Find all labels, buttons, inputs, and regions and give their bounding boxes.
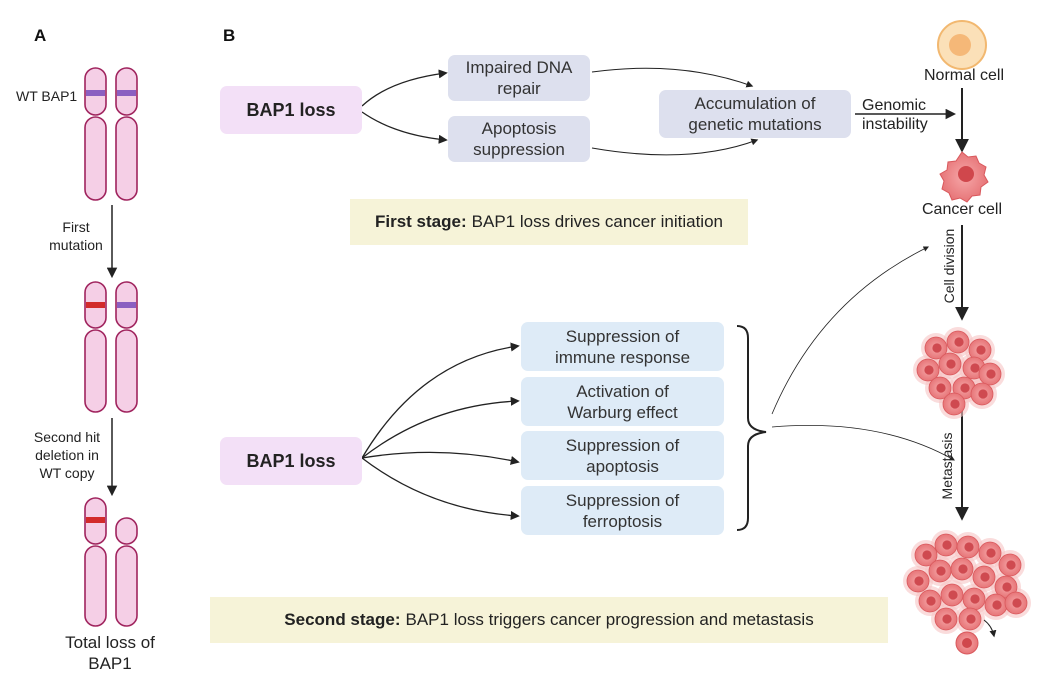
wt-bap1-label: WT BAP1 [16,88,78,104]
tumor-cell-nucleus [936,566,946,576]
genomic-instability-label: Genomic instability [862,97,928,133]
second-hit-label: Second hit deletion in WT copy [33,429,101,481]
second-stage-title: Second stage: [284,610,401,629]
ferroptosis-suppression-box: Suppression of ferroptosis [521,486,724,535]
panel-b-letter: B [223,26,236,45]
cancer-cell-label: Cancer cell [921,201,1003,218]
normal-cell-icon [937,20,987,70]
loss-to-warburg-arrow [361,396,520,459]
tumor-cell-nucleus [970,594,980,604]
chromosome-arm-long-right-1 [115,116,138,201]
tumor-cell-nucleus [1002,582,1012,592]
tumor-cell-nucleus [924,365,934,375]
metastasis-label: Metastasis [939,432,955,500]
total-loss-label: Total loss of BAP1 [65,633,155,673]
hallmarks-brace [736,325,767,531]
impaired-dna-repair-box: Impaired DNA repair [448,55,590,101]
tumor-cell-nucleus [966,614,976,624]
panel-a-letter: A [34,26,47,45]
cancer-cell-icon [939,151,989,203]
loss-to-apoptosis2-arrow [361,451,520,465]
tumor-cell-nucleus [950,399,960,409]
loss-to-immune-arrow [361,342,520,459]
immune-suppression-box: Suppression of immune response [521,322,724,371]
tumor-cell-nucleus [936,383,946,393]
bap1-loss-box-stage2: BAP1 loss [220,437,362,485]
brace-to-metastasis-arrow [771,425,955,461]
bap1-loss-box-stage1: BAP1 loss [220,86,362,134]
tumor-cell-nucleus [914,576,924,586]
mutant-band-left-2 [86,302,105,308]
tumor-cell-nucleus [958,564,968,574]
wt-band-right-1 [117,90,136,96]
loss-to-ferroptosis-arrow [361,457,520,521]
dna-repair-to-accumulation-arrow [591,67,754,88]
chromosome-arm-long-left-2 [84,329,107,413]
chromosome-arm-short-right-3-deleted [115,517,138,545]
tumor-cell-nucleus [946,359,956,369]
tumor-cell-nucleus [980,572,990,582]
tumor-cell-nucleus [926,596,936,606]
second-stage-banner: Second stage: BAP1 loss triggers cancer … [210,597,888,643]
tumor-cell-nucleus [1006,560,1016,570]
tumor-mass-icon [903,530,1031,634]
apoptosis-suppression-box: Apoptosis suppression [448,116,590,162]
first-stage-banner: First stage: BAP1 loss drives cancer ini… [350,199,748,245]
tumor-cell-nucleus [954,337,964,347]
warburg-effect-box: Activation of Warburg effect [521,377,724,426]
tumor-cell-nucleus [970,363,980,373]
accumulation-box: Accumulation of genetic mutations [659,90,851,138]
tumor-cell-nucleus [922,550,932,560]
chromosome-arm-long-right-3 [115,545,138,627]
normal-cell-label: Normal cell [923,67,1004,84]
first-mutation-label: First mutation [49,219,103,253]
apoptosis-to-accumulation-arrow [591,138,759,156]
chromosome-arm-long-left-3 [84,545,107,627]
mutant-band-left-3 [86,517,105,523]
cell-cluster-icon [913,327,1005,419]
tumor-cell-nucleus [960,383,970,393]
tumor-cell-nucleus [986,548,996,558]
chromosome-pairs [84,67,138,627]
tumor-cell-nucleus [932,343,942,353]
tumor-cell-nucleus [964,542,974,552]
tumor-cell-nucleus [942,614,952,624]
wt-band-right-2 [117,302,136,308]
chromosome-arm-long-right-2 [115,329,138,413]
tumor-cell-nucleus [1012,598,1022,608]
apoptosis-suppression-box-2: Suppression of apoptosis [521,431,724,480]
second-stage-text: BAP1 loss triggers cancer progression an… [405,610,814,629]
tumor-cell-nucleus [992,600,1002,610]
first-stage-title: First stage: [375,212,467,231]
loss-to-apoptosis-arrow [361,111,448,144]
loss-to-dna-repair-arrow [361,69,448,107]
chromosome-arm-long-left-1 [84,116,107,201]
tumor-cell-nucleus [986,369,996,379]
wt-band-left-1 [86,90,105,96]
brace-to-cancer-cell-arrow [771,246,930,415]
cell-division-label: Cell division [941,228,957,304]
tumor-cell-nucleus [976,345,986,355]
detached-cell-icon [955,619,997,655]
tumor-cell-nucleus [942,540,952,550]
first-stage-text: BAP1 loss drives cancer initiation [471,212,723,231]
tumor-cell-nucleus [978,389,988,399]
tumor-cell-nucleus [948,590,958,600]
